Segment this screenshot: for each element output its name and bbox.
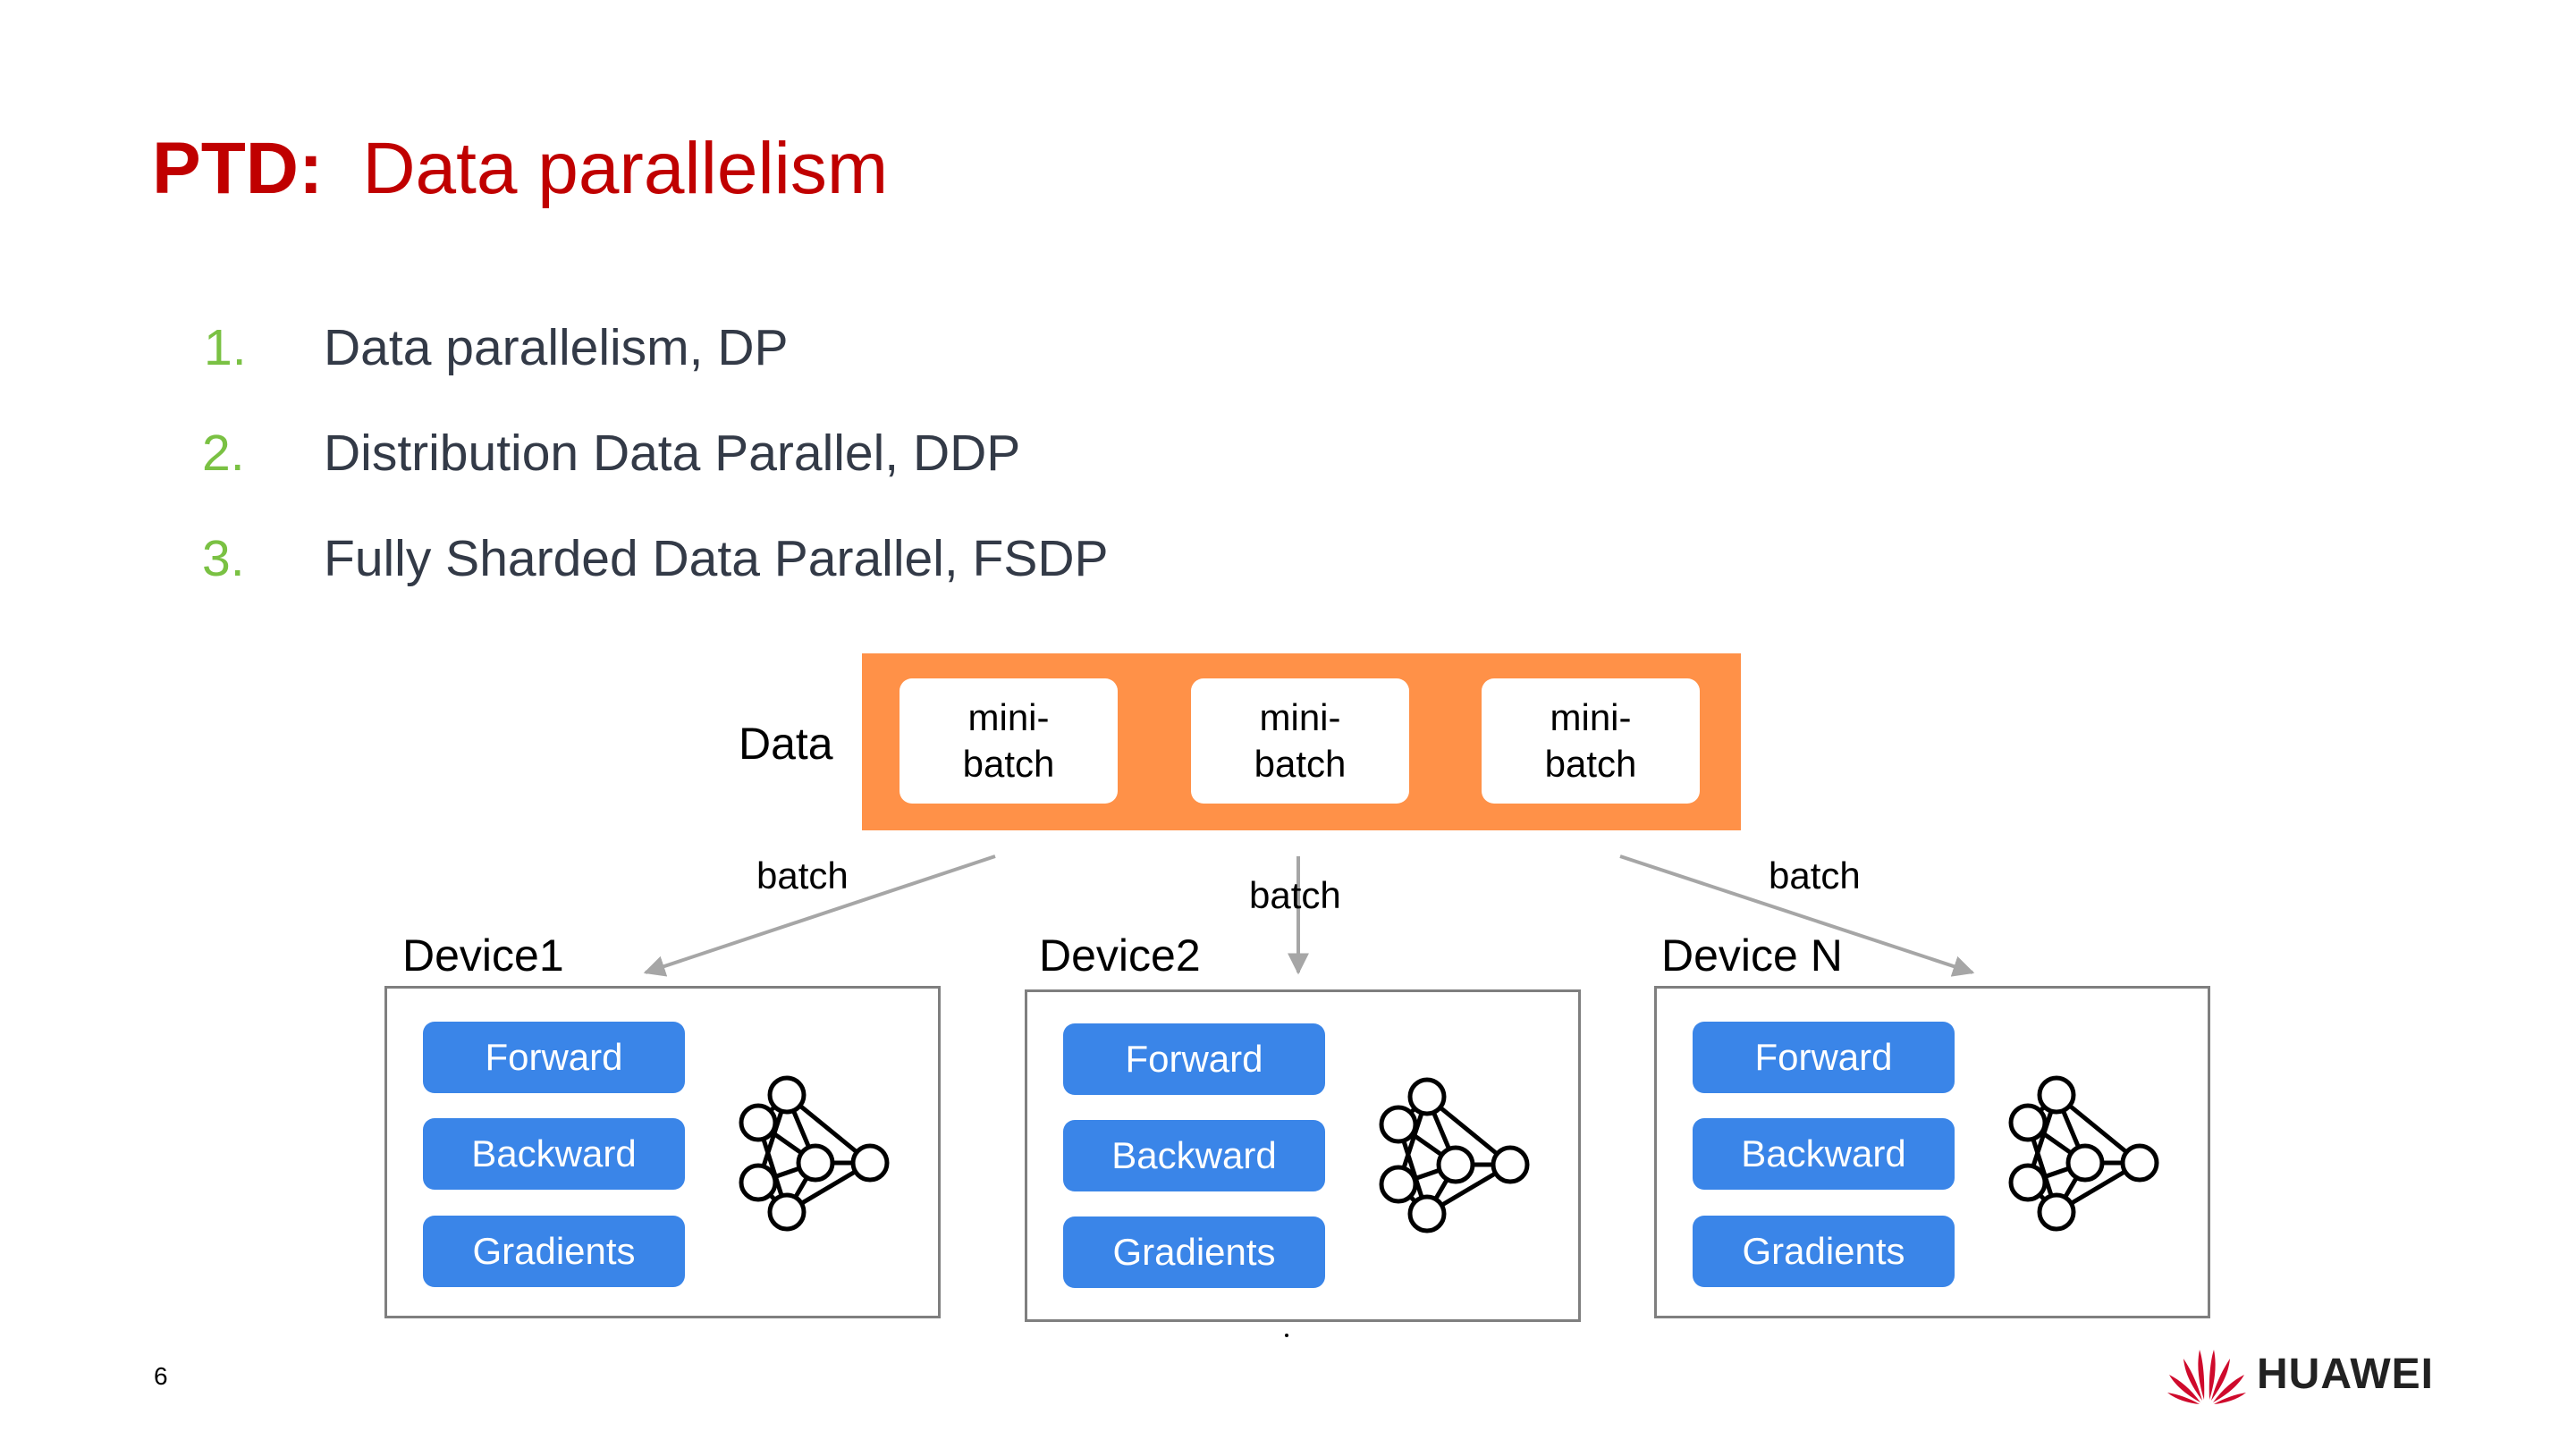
list-number: 3. xyxy=(202,530,245,587)
title-text: Data parallelism xyxy=(362,128,889,209)
list-item-ddp: Distribution Data Parallel, DDP xyxy=(324,425,1021,482)
minibatch-line2: batch xyxy=(1254,743,1347,785)
title-prefix: PTD xyxy=(152,128,299,209)
minibatch-line1: mini- xyxy=(967,696,1050,738)
page-title: PTD:Data parallelism xyxy=(152,132,888,206)
device-box: Forward Backward Gradients xyxy=(384,986,941,1318)
huawei-logo: HUAWEI xyxy=(2164,1341,2450,1405)
backward-step: Backward xyxy=(423,1118,685,1190)
backward-step: Backward xyxy=(1693,1118,1955,1190)
batch-label-3: batch xyxy=(1769,854,1861,897)
arrow-to-device1 xyxy=(643,854,996,977)
minibatch-line1: mini- xyxy=(1550,696,1632,738)
batch-label-1: batch xyxy=(756,854,849,897)
title-colon: : xyxy=(299,128,324,209)
forward-step: Forward xyxy=(1693,1022,1955,1093)
backward-step: Backward xyxy=(1063,1120,1325,1191)
device-title: Device1 xyxy=(402,930,564,981)
arrow-to-device-n xyxy=(1619,854,1975,977)
list-item-fsdp: Fully Sharded Data Parallel, FSDP xyxy=(324,530,1109,587)
device-title: Device2 xyxy=(1039,930,1201,981)
neural-network-icon xyxy=(739,1075,890,1232)
neural-network-icon xyxy=(1379,1077,1530,1233)
minibatch-box: mini-batch xyxy=(1482,678,1700,804)
list-number: 2. xyxy=(202,425,245,482)
forward-step: Forward xyxy=(1063,1023,1325,1095)
gradients-step: Gradients xyxy=(1693,1216,1955,1287)
minibatch-line2: batch xyxy=(962,743,1055,785)
minibatch-box: mini-batch xyxy=(899,678,1118,804)
gradients-step: Gradients xyxy=(1063,1216,1325,1288)
data-bar: mini-batch mini-batch mini-batch xyxy=(862,653,1741,830)
device-title: Device N xyxy=(1661,930,1843,981)
device-box: Forward Backward Gradients xyxy=(1654,986,2210,1318)
gradients-step: Gradients xyxy=(423,1216,685,1287)
data-label: Data xyxy=(739,719,833,769)
list-item-dp: Data parallelism, DP xyxy=(324,319,789,376)
list-number: 1. xyxy=(204,319,247,376)
stray-dot xyxy=(1285,1334,1288,1337)
neural-network-icon xyxy=(2008,1075,2159,1232)
minibatch-line1: mini- xyxy=(1259,696,1341,738)
page-number: 6 xyxy=(154,1362,168,1390)
forward-step: Forward xyxy=(423,1022,685,1093)
minibatch-box: mini-batch xyxy=(1191,678,1409,804)
huawei-petal-icon xyxy=(2167,1350,2246,1404)
batch-label-2: batch xyxy=(1249,874,1341,916)
minibatch-line2: batch xyxy=(1544,743,1637,785)
logo-text: HUAWEI xyxy=(2257,1351,2434,1398)
device-box: Forward Backward Gradients xyxy=(1025,989,1581,1322)
